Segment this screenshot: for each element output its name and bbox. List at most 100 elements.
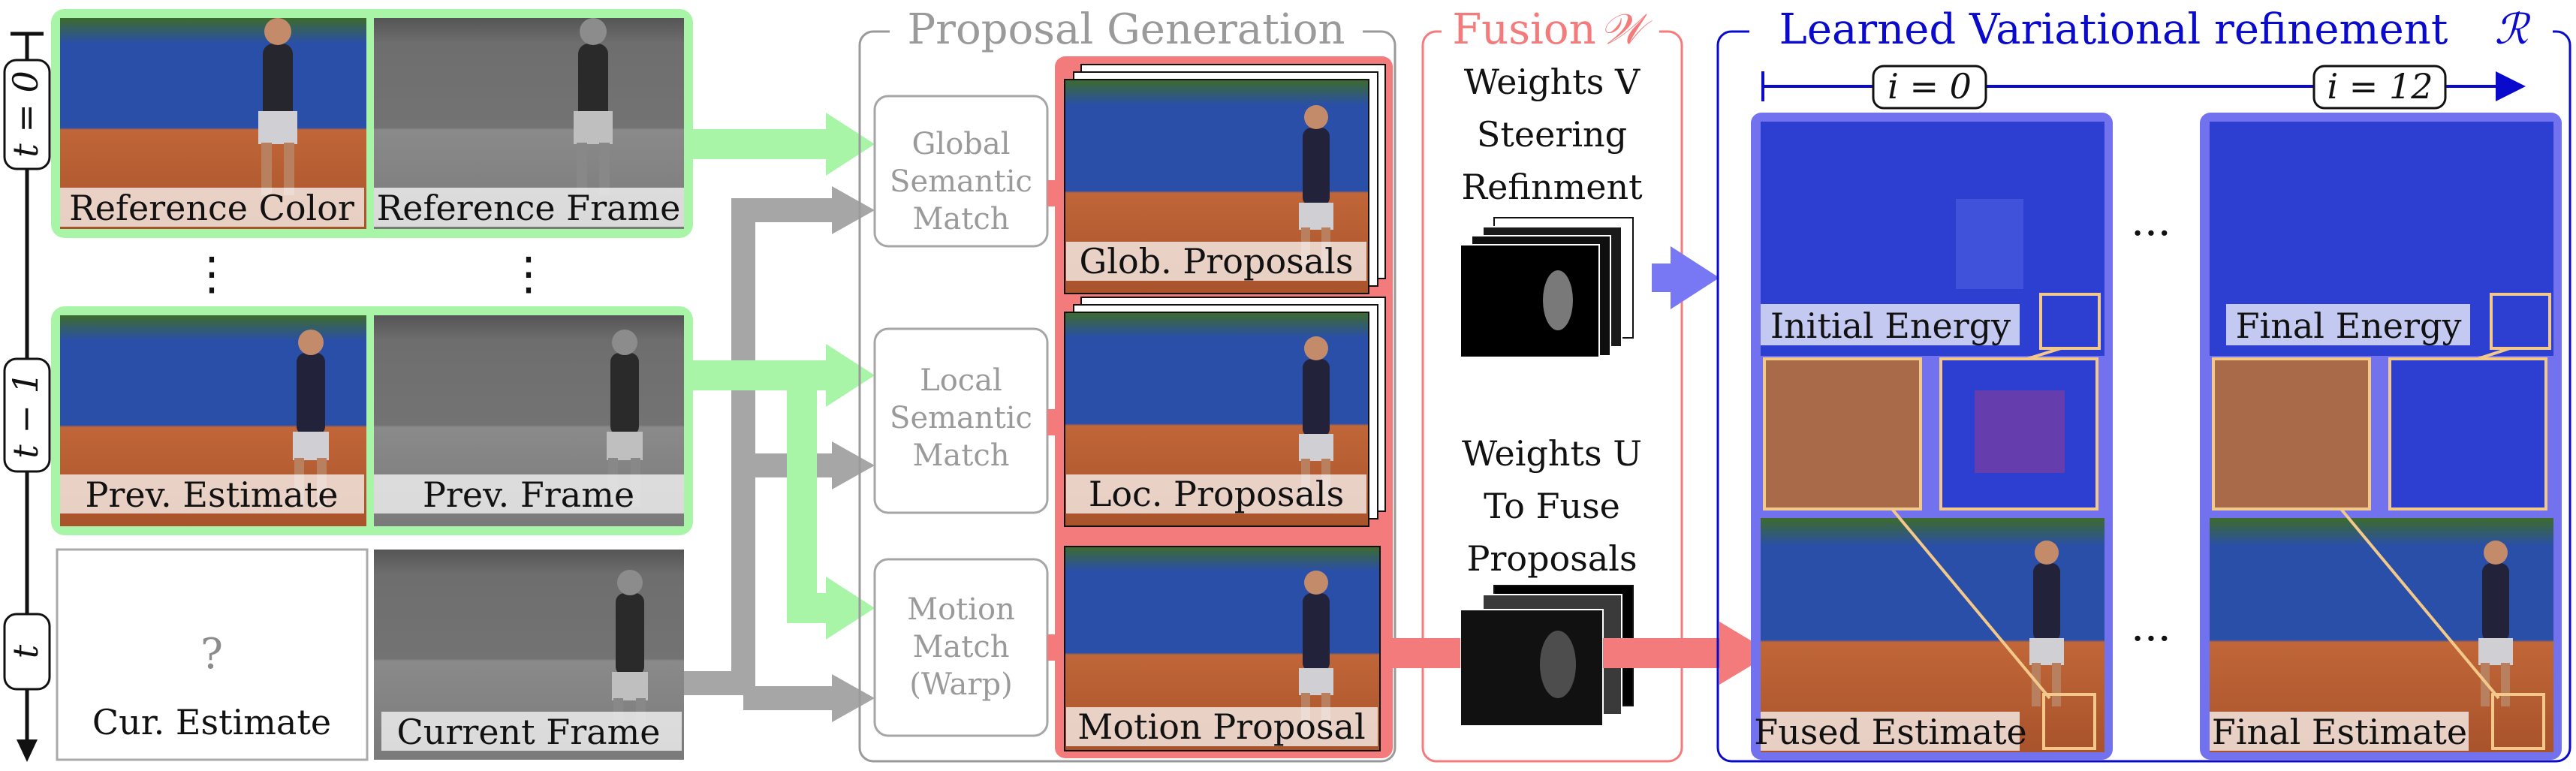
timeline-label-t0-text: t = 0 — [5, 71, 46, 158]
motion-match-line-3: (Warp) — [909, 667, 1012, 702]
local-match-line-2: Semantic — [890, 401, 1032, 435]
initial-crop-energy — [1939, 357, 2098, 510]
iteration-end-label: i = 12 — [2327, 66, 2433, 107]
blue-arrowhead — [1671, 246, 1719, 309]
proposal-generation-module: Proposal Generation Global Semantic Matc… — [858, 5, 1396, 763]
refinement-title-bg — [1749, 9, 2553, 54]
weights-u-line-1: Weights U — [1462, 433, 1642, 474]
global-semantic-match-box — [873, 95, 1049, 248]
final-crop-photo — [2212, 357, 2371, 510]
weights-v-line-2: Steering — [1477, 114, 1627, 155]
motion-match-line-2: Match — [912, 630, 1009, 664]
initial-energy-zoom-box — [2039, 293, 2101, 350]
refinement-module: Learned Variational refinement ℛ i = 0 i… — [1716, 5, 2571, 763]
local-match-line-1: Local — [920, 363, 1002, 398]
global-match-line-1: Global — [911, 127, 1010, 161]
iteration-start-label: i = 0 — [1888, 66, 1972, 107]
player-figure-prev-frame — [607, 330, 643, 507]
prev-estimate-caption-bg — [60, 474, 364, 513]
timeline-label-t-text: t — [5, 644, 46, 658]
global-match-line-2: Semantic — [890, 164, 1032, 199]
initial-crop-energy-hotspots — [1975, 390, 2065, 473]
glob-proposals-caption-bg — [1066, 242, 1366, 281]
fused-estimate-zoom-box — [2042, 693, 2096, 750]
proposal-generation-title-bg — [890, 9, 1363, 54]
timeline-label-t0 — [3, 59, 51, 170]
gray-arrowhead-motion — [832, 674, 875, 722]
initial-energy-caption: Initial Energy — [1770, 306, 2011, 346]
global-match-line-3: Match — [912, 202, 1009, 236]
green-arrowhead-motion — [826, 577, 875, 640]
red-arrow-into-fusion — [1393, 638, 1460, 668]
final-estimate-caption-bg — [2210, 712, 2469, 751]
reference-color-caption-bg — [60, 188, 364, 227]
reference-color-caption: Reference Color — [69, 188, 354, 228]
weights-u-line-3: Proposals — [1466, 538, 1637, 579]
cur-estimate-question-mark: ? — [200, 630, 223, 679]
final-estimate-zoom-box — [2491, 693, 2545, 750]
loc-proposals-caption-bg — [1066, 474, 1366, 513]
final-energy-caption: Final Energy — [2236, 306, 2462, 346]
connector-motion — [1047, 634, 1064, 661]
motion-match-line-1: Motion — [907, 592, 1015, 627]
red-arrowhead-refinement — [1719, 622, 1772, 685]
gray-arrowhead-local — [832, 441, 875, 489]
input-arrows — [684, 113, 875, 722]
reference-frame-caption: Reference Frame — [377, 188, 681, 228]
current-frame-caption-bg — [381, 712, 682, 751]
iteration-dots-bottom: ··· — [2131, 615, 2171, 664]
weight-v-map-highlight — [1543, 270, 1573, 330]
green-arrowhead-previous — [826, 344, 875, 407]
motion-proposal-caption-bg — [1066, 707, 1378, 746]
timeline-arrowhead — [17, 739, 38, 762]
vertical-ellipsis-left: ⋮ — [189, 248, 234, 300]
weights-v-line-3: Refinment — [1461, 167, 1643, 207]
weight-u-map-front — [1460, 609, 1604, 727]
cur-estimate-caption: Cur. Estimate — [92, 702, 331, 742]
connector-global — [1047, 180, 1064, 206]
initial-energy-caption-bg — [1761, 304, 2020, 345]
fusion-title-bg — [1442, 9, 1659, 54]
prev-estimate-caption: Prev. Estimate — [85, 474, 338, 515]
player-figure-ref-frame — [574, 18, 613, 195]
refinement-title: Learned Variational refinement — [1779, 5, 2448, 54]
iteration-end-badge — [2312, 65, 2447, 110]
fused-estimate-caption-bg — [1761, 712, 2020, 751]
final-estimate-caption: Final Estimate — [2212, 712, 2467, 752]
timeline-label-t — [3, 613, 51, 691]
final-energy-zoom-leader — [2477, 347, 2511, 360]
vertical-ellipsis-right: ⋮ — [506, 248, 551, 300]
motion-proposal-caption: Motion Proposal — [1077, 706, 1365, 747]
connector-local — [1047, 409, 1064, 435]
green-arrow-motion — [787, 375, 833, 623]
final-crop-energy — [2388, 357, 2547, 510]
initial-energy-pattern — [1956, 199, 2023, 289]
local-match-line-3: Match — [912, 438, 1009, 473]
initial-energy-zoom-leader — [2026, 347, 2062, 360]
prev-frame-caption-bg — [374, 474, 684, 513]
timeline-label-t1 — [3, 357, 51, 473]
proposal-generation-title: Proposal Generation — [908, 5, 1345, 54]
initial-crop-photo — [1763, 357, 1922, 510]
final-zoom-leader-line — [2339, 507, 2500, 700]
timeline-label-t1-text: t − 1 — [5, 372, 46, 459]
weight-v-map-front — [1460, 244, 1600, 358]
glob-proposals-caption: Glob. Proposals — [1080, 241, 1354, 282]
green-arrowhead-reference — [826, 113, 875, 176]
cur-estimate-placeholder — [56, 548, 369, 761]
prev-frame-caption: Prev. Frame — [423, 474, 634, 515]
final-energy-caption-bg — [2226, 304, 2470, 345]
gray-arrow-route-a — [684, 198, 833, 695]
reference-frame-caption-bg — [374, 188, 684, 227]
current-frame-caption: Current Frame — [397, 712, 661, 752]
weights-u-line-2: To Fuse — [1484, 486, 1620, 526]
fusion-module: Fusion 𝒲 Weights V Steering Refinment We… — [1393, 5, 1723, 763]
gray-arrowhead-global — [832, 186, 875, 234]
weight-u-map-highlight — [1540, 631, 1576, 698]
weights-v-line-1: Weights V — [1464, 62, 1641, 102]
loc-proposals-caption: Loc. Proposals — [1089, 474, 1344, 514]
timeline: t = 0 t − 1 t — [3, 32, 51, 762]
fused-zoom-leader-line — [1891, 507, 2051, 700]
fused-estimate-caption: Fused Estimate — [1754, 712, 2027, 752]
